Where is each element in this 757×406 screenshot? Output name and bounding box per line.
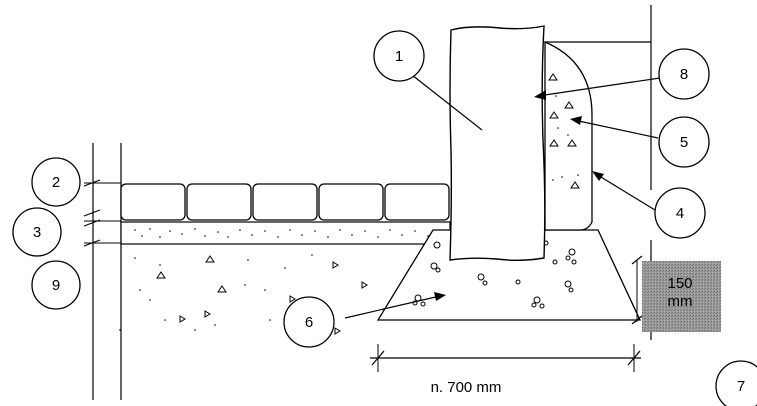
callout-circle-4 <box>654 187 706 239</box>
backing-aggregate-marks <box>548 73 580 189</box>
subbase-dots <box>119 254 313 331</box>
kerb-stone <box>449 25 546 261</box>
paving-stones <box>120 183 450 221</box>
leader-4 <box>595 173 656 211</box>
callout-circle-2 <box>31 157 81 207</box>
backing-concrete-strip <box>544 41 593 231</box>
callout-circle-6 <box>283 296 335 348</box>
frost-dim-tick-top <box>631 255 643 265</box>
callout-number-2: 2 <box>52 174 60 191</box>
backing-dots <box>552 95 579 181</box>
callout-circle-3 <box>12 207 62 257</box>
frost-box-value: 150 <box>667 275 692 292</box>
paving-stone <box>252 183 318 221</box>
layer-thickness-ticks <box>83 179 121 247</box>
arrowhead-5 <box>570 116 582 125</box>
callout-number-7: 7 <box>737 378 745 395</box>
callout-number-5: 5 <box>680 134 688 151</box>
leader-8 <box>537 77 661 97</box>
callout-circle-1 <box>373 30 425 82</box>
callout-number-8: 8 <box>680 66 688 83</box>
paving-stone <box>120 183 186 221</box>
arrowhead-8 <box>534 90 546 100</box>
callout-circle-7 <box>715 360 757 406</box>
leader-5 <box>573 119 659 139</box>
callout-number-1: 1 <box>395 48 403 65</box>
frost-box-unit: mm <box>668 293 693 310</box>
paving-stone <box>384 183 450 221</box>
frost-protection-box <box>642 261 721 332</box>
paving-stone <box>186 183 252 221</box>
callout-number-3: 3 <box>33 224 41 241</box>
callout-circle-5 <box>658 116 710 168</box>
callout-leaders <box>344 74 661 319</box>
callout-circle-9 <box>31 260 81 310</box>
bedding-sand-layer <box>120 221 451 245</box>
callout-circles <box>12 30 757 406</box>
subbase-gravel-marks <box>156 255 368 335</box>
frost-dim-tick-bottom <box>631 315 643 325</box>
callout-number-9: 9 <box>52 277 60 294</box>
callout-number-4: 4 <box>676 205 684 222</box>
arrowhead-4 <box>592 171 604 181</box>
footing-dim-tick-left <box>371 350 385 366</box>
footing-width-label: n. 700 mm <box>431 379 502 396</box>
arrowhead-6 <box>434 292 446 301</box>
callout-circle-8 <box>658 48 710 100</box>
sand-dots <box>134 228 441 238</box>
callout-number-6: 6 <box>305 314 313 331</box>
callout-arrowheads <box>434 90 604 301</box>
paving-stone <box>318 183 384 221</box>
footing-dim-tick-right <box>627 350 641 366</box>
leader-6 <box>344 295 441 319</box>
leader-1 <box>411 74 483 131</box>
